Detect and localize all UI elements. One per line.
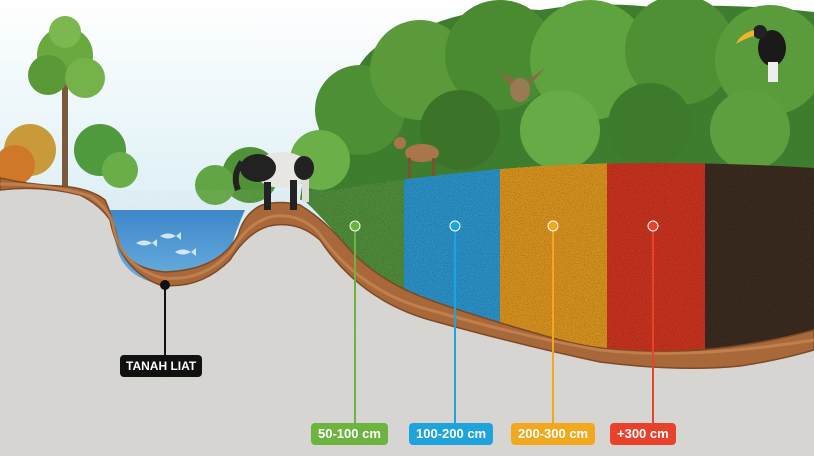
- depth-label-50-100: 50-100 cm: [311, 423, 388, 445]
- depth-label-100-200: 100-200 cm: [409, 423, 493, 445]
- blue-pointer-dot: [450, 221, 460, 231]
- yellow-pointer-dot: [548, 221, 558, 231]
- red-pointer-dot: [648, 221, 658, 231]
- clay-pointer-dot: [160, 280, 170, 290]
- depth-label-300-plus: +300 cm: [610, 423, 676, 445]
- depth-label-200-300: 200-300 cm: [511, 423, 595, 445]
- green-pointer-dot: [350, 221, 360, 231]
- clay-label: TANAH LIAT: [120, 355, 202, 377]
